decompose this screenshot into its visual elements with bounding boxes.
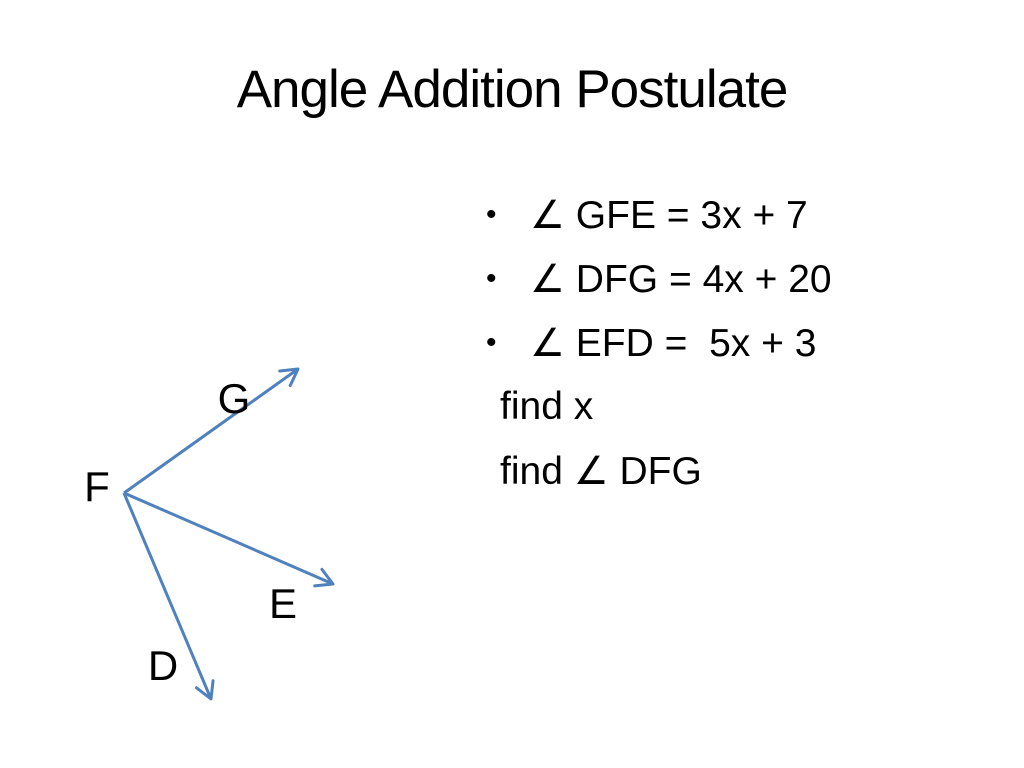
task-text-find-x: find x: [500, 385, 594, 428]
task-item: find x: [486, 375, 1006, 439]
point-label-d: D: [147, 642, 179, 689]
point-label-e: E: [268, 580, 298, 627]
point-label-f: F: [84, 463, 110, 510]
ray-fd: [122, 492, 215, 701]
bullet-item: • ∠ EFD = 5x + 3: [486, 311, 1006, 375]
task-text-find-dfg: find ∠ DFG: [500, 449, 702, 493]
bullet-text-dfg: ∠ DFG = 4x + 20: [530, 257, 832, 301]
bullet-text-gfe: ∠ GFE = 3x + 7: [530, 193, 808, 237]
bullet-list: • ∠ GFE = 3x + 7 • ∠ DFG = 4x + 20 • ∠ E…: [486, 183, 1006, 503]
bullet-dot: •: [486, 262, 497, 295]
ray-fg: [123, 367, 300, 495]
bullet-text-efd: ∠ EFD = 5x + 3: [530, 321, 817, 365]
slide-title: Angle Addition Postulate: [236, 60, 789, 119]
bullet-dot: •: [486, 326, 497, 359]
bullet-item: • ∠ GFE = 3x + 7: [486, 183, 1006, 247]
bullet-dot: •: [486, 198, 497, 231]
point-label-g: G: [217, 375, 251, 422]
ray-fe: [123, 491, 335, 588]
bullet-item: • ∠ DFG = 4x + 20: [486, 247, 1006, 311]
task-item: find ∠ DFG: [486, 439, 1006, 503]
